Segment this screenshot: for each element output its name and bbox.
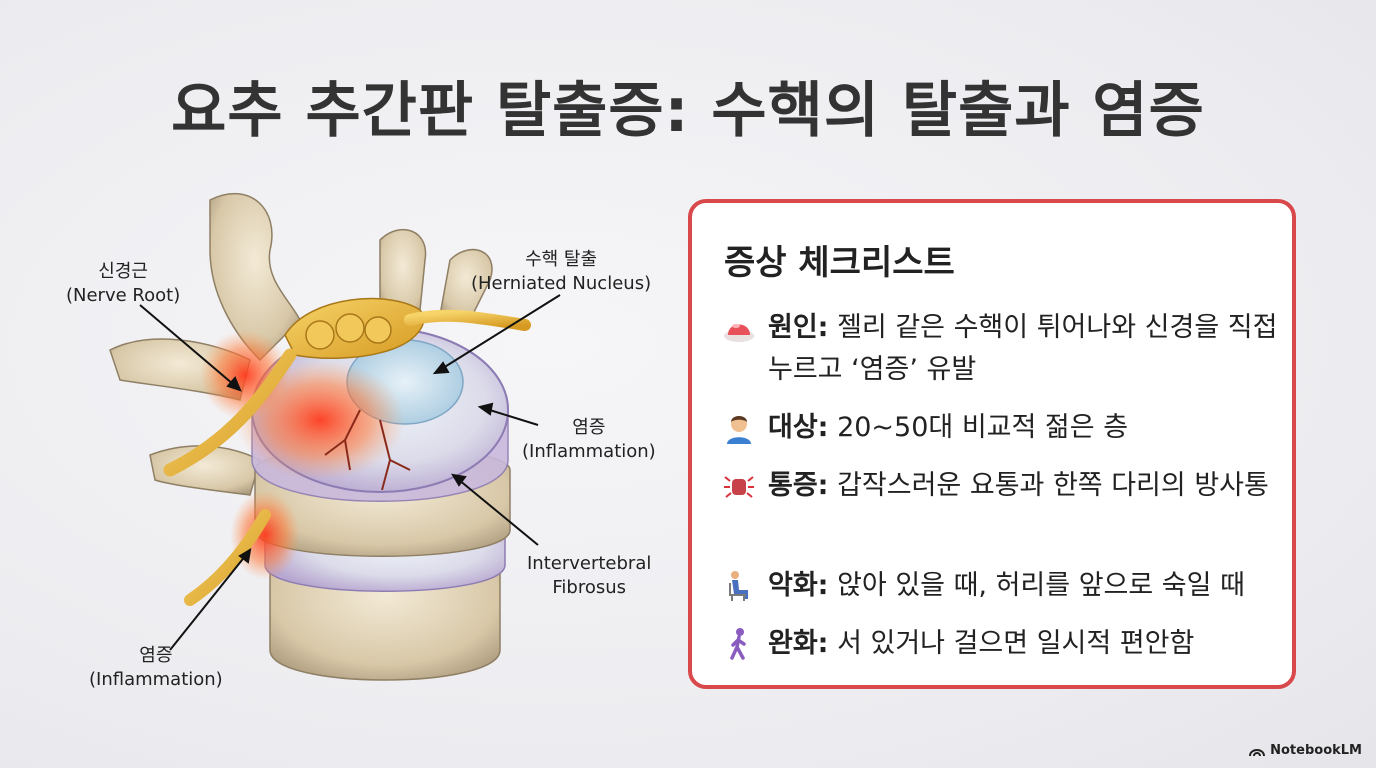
herniated-nucleus-label-en: (Herniated Nucleus) xyxy=(471,273,652,294)
checklist-item-relief: 완화: 서 있거나 걸으면 일시적 편안함 xyxy=(722,623,1282,665)
brand-name: NotebookLM xyxy=(1270,743,1362,758)
sitting-person-icon xyxy=(729,571,748,601)
checklist-item-pain: 통증: 갑작스러운 요통과 한쪽 다리의 방사통 xyxy=(722,465,1282,507)
checklist-item-worsen: 악화: 앉아 있을 때, 허리를 앞으로 숙일 때 xyxy=(722,565,1282,607)
lumbar-disc-herniation-image xyxy=(109,193,561,681)
herniated-nucleus-label-ko: 수핵 탈출 xyxy=(525,249,598,270)
symptom-checklist-card: 증상 체크리스트 원인: 젤리 같은 수핵이 튀어나와 신경을 직접 누르고 ‘… xyxy=(688,199,1296,689)
person-icon xyxy=(727,416,751,444)
worsen-key: 악화: xyxy=(768,570,829,601)
inflammation-right-label-en: (Inflammation) xyxy=(522,441,656,462)
walking-person-icon xyxy=(730,628,746,660)
fibrosus-label: Intervertebral Fibrosus xyxy=(527,552,651,600)
brand-watermark: NotebookLM xyxy=(1249,743,1362,758)
nerve-root-label-en: (Nerve Root) xyxy=(66,285,181,306)
checklist-title: 증상 체크리스트 xyxy=(724,243,955,283)
checklist-item-target: 대상: 20~50대 비교적 젊은 층 xyxy=(722,407,1282,449)
notebooklm-logo-icon xyxy=(1249,748,1266,756)
relief-text: 서 있거나 걸으면 일시적 편안함 xyxy=(828,628,1195,659)
inflammation-left-label: 염증 (Inflammation) xyxy=(89,644,223,692)
checklist-item-cause: 원인: 젤리 같은 수핵이 튀어나와 신경을 직접 누르고 ‘염증’ 유발 xyxy=(722,307,1282,391)
target-text: 20~50대 비교적 젊은 층 xyxy=(828,412,1129,443)
jelly-icon xyxy=(724,324,754,342)
fibrosus-label-line2: Fibrosus xyxy=(552,577,627,598)
page-title: 요추 추간판 탈출증: 수핵의 탈출과 염증 xyxy=(171,76,1205,146)
cause-text: 젤리 같은 수핵이 튀어나와 신경을 직접 누르고 ‘염증’ 유발 xyxy=(768,312,1278,385)
fibrosus-label-line1: Intervertebral xyxy=(527,553,652,574)
target-key: 대상: xyxy=(768,412,829,443)
worsen-text: 앉아 있을 때, 허리를 앞으로 숙일 때 xyxy=(828,570,1245,601)
pain-key: 통증: xyxy=(768,470,829,501)
spine-illustration: 신경근 (Nerve Root) 수핵 탈출 (Herniated Nucleu… xyxy=(60,170,680,730)
nerve-root-label-ko: 신경근 xyxy=(98,261,148,282)
pain-icon xyxy=(724,476,754,498)
inflammation-left-label-ko: 염증 xyxy=(139,645,173,666)
herniated-nucleus-label: 수핵 탈출 (Herniated Nucleus) xyxy=(471,248,651,296)
inflammation-left-label-en: (Inflammation) xyxy=(89,669,223,690)
nerve-root-label: 신경근 (Nerve Root) xyxy=(66,260,180,308)
relief-key: 완화: xyxy=(768,628,829,659)
cause-key: 원인: xyxy=(768,312,829,343)
pain-text: 갑작스러운 요통과 한쪽 다리의 방사통 xyxy=(828,470,1269,501)
inflammation-right-label: 염증 (Inflammation) xyxy=(522,416,656,464)
inflammation-right-label-ko: 염증 xyxy=(572,417,606,438)
